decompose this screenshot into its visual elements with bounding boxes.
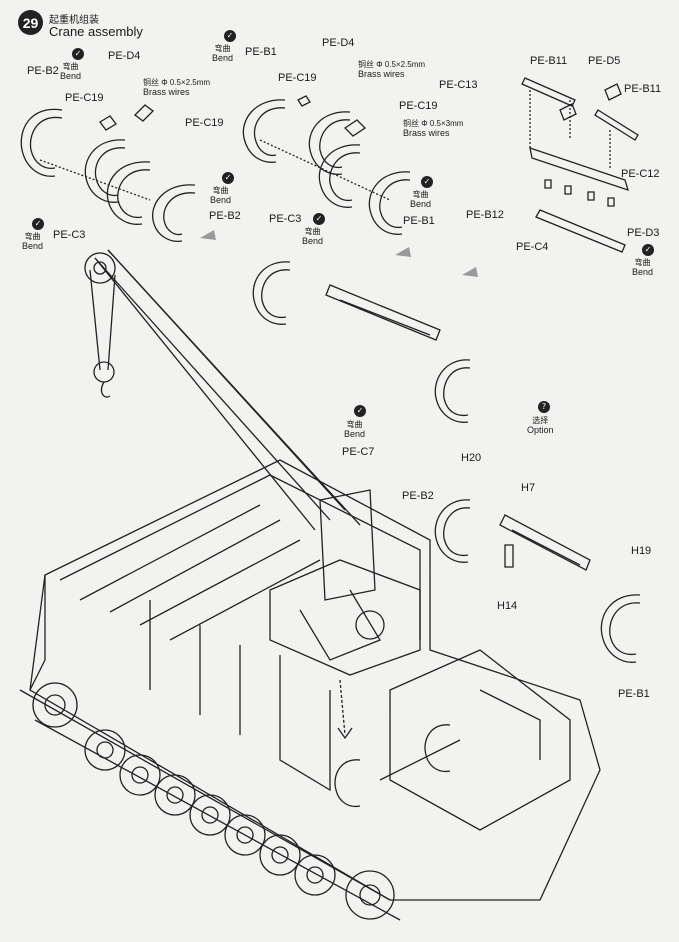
- part-label: PE-C19: [65, 92, 104, 104]
- vehicle-hull: [29, 459, 601, 901]
- brass-wire-note-1: 铜丝 Φ 0.5×2.5mm Brass wires: [143, 78, 210, 97]
- bend-note-3: 弯曲 Bend: [210, 186, 231, 205]
- option-zh: 选择: [532, 416, 549, 425]
- arm-assembly-mid: [252, 261, 471, 423]
- bend-en: Bend: [22, 241, 44, 251]
- part-label: PE-B11: [624, 83, 662, 95]
- arm-option-right: [434, 499, 641, 663]
- bend-note-2: 弯曲 Bend: [212, 44, 233, 63]
- part-label: H20: [461, 452, 482, 464]
- bend-zh: 弯曲: [634, 258, 651, 267]
- part-label: PE-B11: [530, 55, 568, 67]
- ring-pe-b1-mid: [242, 99, 286, 163]
- part-label: PE-B1: [403, 215, 435, 227]
- bend-en: Bend: [212, 53, 234, 63]
- option-en: Option: [527, 425, 554, 435]
- brass-wire-note-2: 铜丝 Φ 0.5×2.5mm Brass wires: [358, 60, 425, 79]
- bend-icon: ✓: [354, 405, 366, 417]
- brass-wire-en: Brass wires: [143, 87, 190, 97]
- part-label: PE-D3: [627, 227, 660, 239]
- part-label: PE-B1: [618, 688, 650, 700]
- bend-icon: ✓: [421, 176, 433, 188]
- bend-en: Bend: [60, 71, 82, 81]
- part-label: PE-B2: [209, 210, 241, 222]
- bend-zh: 弯曲: [412, 190, 429, 199]
- step-title-zh: 起重机组装: [49, 15, 99, 26]
- ring-pe-c19-left: [84, 139, 126, 203]
- part-label: PE-B12: [466, 209, 504, 221]
- part-label: PE-B2: [27, 65, 59, 77]
- bend-note-6: 弯曲 Bend: [302, 227, 323, 246]
- part-label: PE-C19: [399, 100, 438, 112]
- part-label: PE-C3: [269, 213, 302, 225]
- part-label: PE-C7: [342, 446, 375, 458]
- bend-note-8: 弯曲 Bend: [344, 420, 365, 439]
- bend-note-5: 弯曲 Bend: [410, 190, 431, 209]
- ring-pe-b1-mid-right: [368, 171, 411, 235]
- part-label: PE-D4: [108, 50, 141, 62]
- part-label: PE-B2: [402, 490, 434, 502]
- part-label: H19: [631, 545, 652, 557]
- bend-note-1: 弯曲 Bend: [60, 62, 81, 81]
- ring-pe-b2-right: [152, 184, 196, 242]
- bend-note-4: 弯曲 Bend: [22, 232, 43, 251]
- bend-zh: 弯曲: [214, 44, 231, 53]
- brass-wire-en: Brass wires: [403, 128, 450, 138]
- part-label: H7: [521, 482, 536, 494]
- part-label: PE-C3: [53, 229, 86, 241]
- bend-zh: 弯曲: [304, 227, 321, 236]
- part-label: PE-C4: [516, 241, 549, 253]
- ring-pe-b2-left: [20, 108, 63, 177]
- option-note: 选择 Option: [527, 416, 554, 435]
- brass-wire-note-3: 铜丝 Φ 0.5×3mm Brass wires: [403, 119, 463, 138]
- bend-zh: 弯曲: [62, 62, 79, 71]
- bend-zh: 弯曲: [346, 420, 363, 429]
- crane-boom: [84, 249, 361, 531]
- arm-fitted-rear: [334, 724, 461, 808]
- part-label: H14: [497, 600, 518, 612]
- brass-wire-zh: 铜丝 Φ 0.5×3mm: [403, 119, 464, 128]
- hatch-arrows: [200, 230, 478, 277]
- bend-en: Bend: [410, 199, 432, 209]
- track-wheels: [19, 682, 401, 921]
- ring-pe-c3-left: [106, 161, 151, 225]
- step-number-badge: 29: [18, 10, 43, 35]
- ring-pe-c3-mid: [318, 144, 361, 208]
- bend-zh: 弯曲: [24, 232, 41, 241]
- part-label: PE-D5: [588, 55, 621, 67]
- brass-wire-zh: 铜丝 Φ 0.5×2.5mm: [143, 78, 211, 87]
- brass-wire-en: Brass wires: [358, 69, 405, 79]
- bend-zh: 弯曲: [212, 186, 229, 195]
- bend-icon: ✓: [72, 48, 84, 60]
- part-label: PE-C12: [621, 168, 660, 180]
- bend-icon: ✓: [642, 244, 654, 256]
- question-icon: ?: [538, 401, 550, 413]
- bend-en: Bend: [210, 195, 232, 205]
- part-label: PE-C13: [439, 79, 478, 91]
- bend-icon: ✓: [32, 218, 44, 230]
- part-label: PE-D4: [322, 37, 355, 49]
- part-label: PE-B1: [245, 46, 277, 58]
- bend-icon: ✓: [224, 30, 236, 42]
- bend-en: Bend: [632, 267, 654, 277]
- bend-en: Bend: [302, 236, 324, 246]
- part-label: PE-C19: [278, 72, 317, 84]
- bend-icon: ✓: [313, 213, 325, 225]
- crane-cab: [269, 489, 421, 740]
- part-label: PE-C19: [185, 117, 224, 129]
- bend-note-7: 弯曲 Bend: [632, 258, 653, 277]
- bend-icon: ✓: [222, 172, 234, 184]
- ring-pe-c19-mid: [308, 111, 351, 175]
- parts-right-top: [521, 77, 639, 253]
- step-title: Crane assembly: [49, 24, 143, 39]
- brass-wire-zh: 铜丝 Φ 0.5×2.5mm: [358, 60, 426, 69]
- bend-en: Bend: [344, 429, 366, 439]
